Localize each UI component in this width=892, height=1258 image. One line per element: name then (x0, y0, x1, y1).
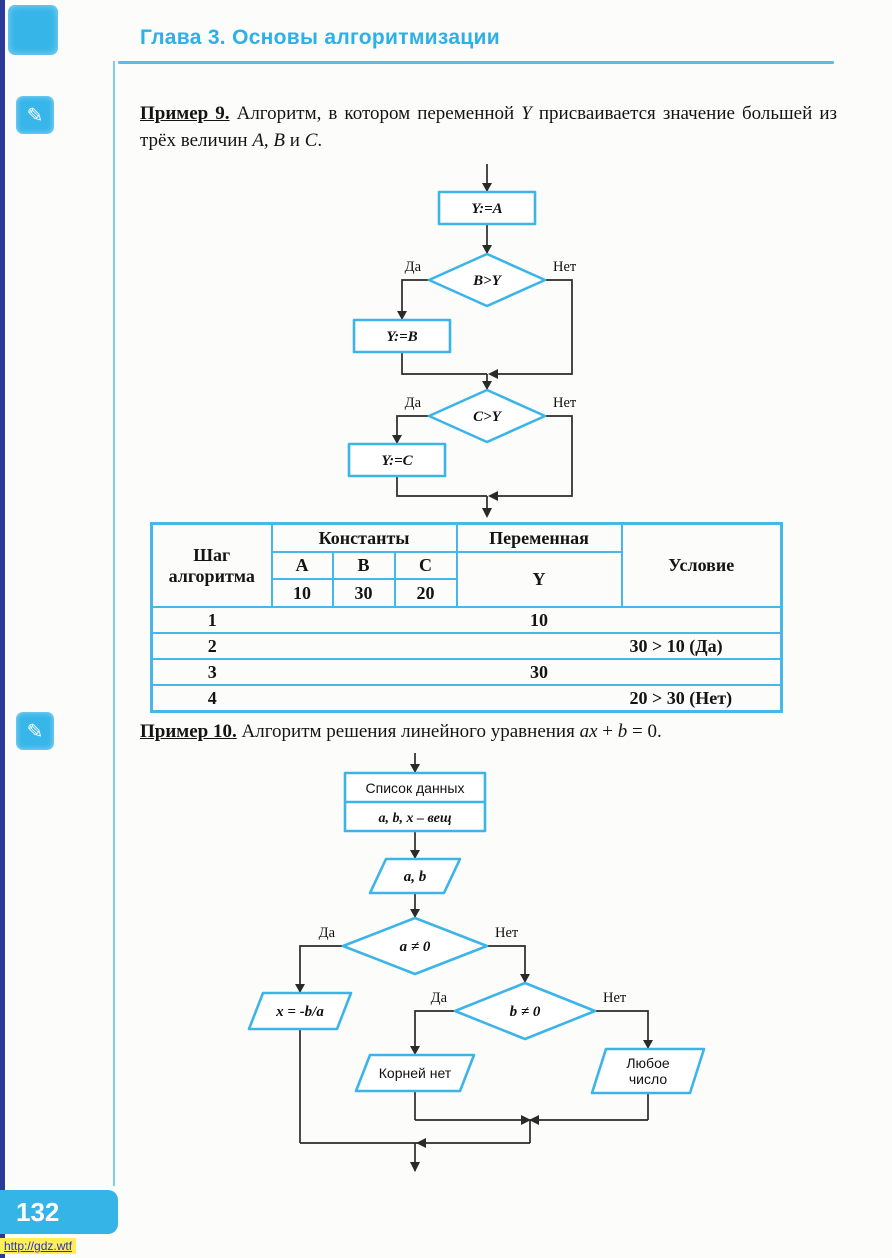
variable-ax: ax (579, 721, 598, 742)
cell-condition (621, 606, 782, 633)
pencil-glyph: ✎ (26, 104, 44, 127)
table-row: 3 30 (151, 658, 782, 685)
example10-text: Алгоритм решения линейного уравнения (236, 721, 580, 742)
cell-step: 3 (151, 658, 272, 685)
cell-y: 10 (456, 606, 622, 633)
cell-condition (621, 658, 782, 685)
cell-step: 4 (151, 684, 272, 712)
cell-step: 2 (151, 632, 272, 659)
margin-rule (113, 61, 115, 1186)
example10-label: Пример 10. (140, 721, 237, 742)
col-header-constants: Константы (270, 522, 458, 553)
variable-c: C (304, 129, 318, 151)
label-result-x: x = -b/a (275, 1004, 324, 1020)
page-number: 132 (0, 1190, 118, 1234)
const-value-a: 10 (270, 578, 334, 608)
example9-paragraph: Пример 9. Алгоритм, в котором переменной… (140, 103, 837, 151)
branch-no-2: Нет (603, 990, 627, 1006)
table-row: 1 10 (151, 606, 782, 633)
flowchart-max-of-three: Y:=A B>Y Да Нет Y:=B C>Y Да Нет Y:=C (347, 164, 577, 518)
decision-a-ne-0 (341, 916, 489, 976)
label-any-number-line1: Любое (626, 1055, 669, 1071)
example9-label: Пример 9. (140, 103, 230, 124)
variable-name: Y (455, 551, 623, 608)
const-name-a: A (270, 551, 334, 580)
book-edge-strip (0, 0, 5, 1258)
col-header-step: Шаг алгоритма (150, 522, 273, 608)
cell-y (456, 684, 622, 712)
flowchart-linear-equation: Список данных a, b, x – вещ a, b a ≠ 0 Д… (247, 753, 706, 1172)
variable-y: Y (521, 103, 532, 124)
pencil-glyph: ✎ (26, 720, 44, 743)
branch-yes-2: Да (405, 395, 422, 411)
chapter-title: Глава 3. Основы алгоритмизации (140, 26, 500, 49)
cell-step: 1 (151, 606, 272, 633)
branch-no-1: Нет (553, 259, 577, 275)
io-parallelogram-input-ab (368, 857, 462, 895)
process-box-y-assign-c (347, 442, 447, 478)
label-b-ne-0: b ≠ 0 (510, 1004, 541, 1020)
cell-y: 30 (456, 658, 622, 685)
cell-condition: 30 > 10 (Да) (621, 632, 782, 659)
corner-decoration (8, 5, 58, 55)
pencil-icon: ✎ (16, 712, 54, 750)
cell-condition: 20 > 30 (Нет) (621, 684, 782, 712)
branch-yes-1: Да (319, 925, 336, 941)
branch-no-2: Нет (553, 395, 577, 411)
variable-b2: b (617, 721, 628, 742)
arrowheads (295, 764, 653, 1172)
label-any-number-line2: число (629, 1071, 667, 1087)
label-input-ab: a, b (404, 869, 427, 885)
label-data-list-title: Список данных (366, 780, 465, 796)
io-parallelogram-no-roots (354, 1053, 476, 1093)
cell-y (456, 632, 622, 659)
process-box-y-assign-a (437, 190, 537, 226)
label-y-assign-b: Y:=B (386, 329, 417, 345)
label-no-roots: Корней нет (379, 1065, 452, 1081)
label-a-ne-0: a ≠ 0 (400, 939, 431, 955)
arrowheads (392, 183, 498, 518)
label-y-assign-c: Y:=C (381, 453, 413, 469)
const-name-b: B (331, 551, 396, 580)
variable-b: B (273, 129, 286, 151)
label-data-list-vars: a, b, x – вещ (379, 811, 452, 826)
connector-lines (299, 753, 649, 1171)
label-y-assign-a: Y:=A (471, 201, 502, 217)
io-parallelogram-any-number (590, 1047, 706, 1095)
const-name-c: C (393, 551, 458, 580)
pencil-icon: ✎ (16, 96, 54, 134)
label-c-gt-y: C>Y (473, 409, 503, 425)
decision-b-ne-0 (453, 981, 597, 1041)
example9-text2: присваивается значение большей из трёх в… (140, 103, 837, 151)
watermark-link[interactable]: http://gdz.wtf (0, 1238, 77, 1254)
variable-a: A (252, 129, 264, 151)
label-b-gt-y: B>Y (472, 273, 503, 289)
col-header-condition: Условие (620, 522, 783, 608)
const-value-b: 30 (331, 578, 396, 608)
branch-no-1: Нет (495, 925, 519, 941)
table-row: 2 30 > 10 (Да) (151, 632, 782, 659)
trace-table: Шаг алгоритма Константы Переменная Услов… (150, 522, 783, 713)
col-header-variable: Переменная (455, 522, 623, 553)
table-row: 4 20 > 30 (Нет) (151, 684, 782, 712)
decision-b-gt-y (427, 252, 547, 308)
branch-yes-1: Да (405, 259, 422, 275)
io-parallelogram-result-x (247, 991, 353, 1031)
branch-yes-2: Да (431, 990, 448, 1006)
example9-text: Алгоритм, в котором переменной (229, 103, 522, 124)
process-box-y-assign-b (352, 318, 452, 354)
example10-paragraph: Пример 10. Алгоритм решения линейного ур… (140, 721, 662, 742)
header-rule (118, 61, 834, 64)
const-value-c: 20 (393, 578, 458, 608)
decision-c-gt-y (427, 388, 547, 444)
